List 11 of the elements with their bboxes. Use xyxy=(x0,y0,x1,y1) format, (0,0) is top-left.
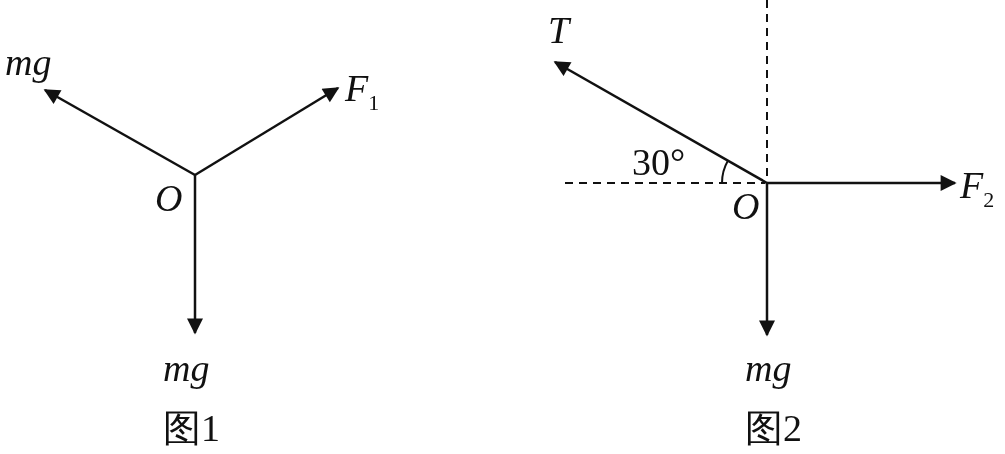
point-label: O xyxy=(732,186,760,226)
force-label: mg xyxy=(745,348,792,388)
force-label: F$_{2}$ xyxy=(960,165,995,214)
angle-label: 30° xyxy=(632,142,686,182)
figure-caption: 图1 xyxy=(163,408,220,448)
figure-caption: 图2 xyxy=(745,408,802,448)
force-label: T xyxy=(548,10,570,50)
force-label: F$_{1}$ xyxy=(345,68,380,117)
point-label: O xyxy=(155,178,183,218)
force-label: mg xyxy=(163,348,210,388)
force-label: mg xyxy=(5,42,52,82)
